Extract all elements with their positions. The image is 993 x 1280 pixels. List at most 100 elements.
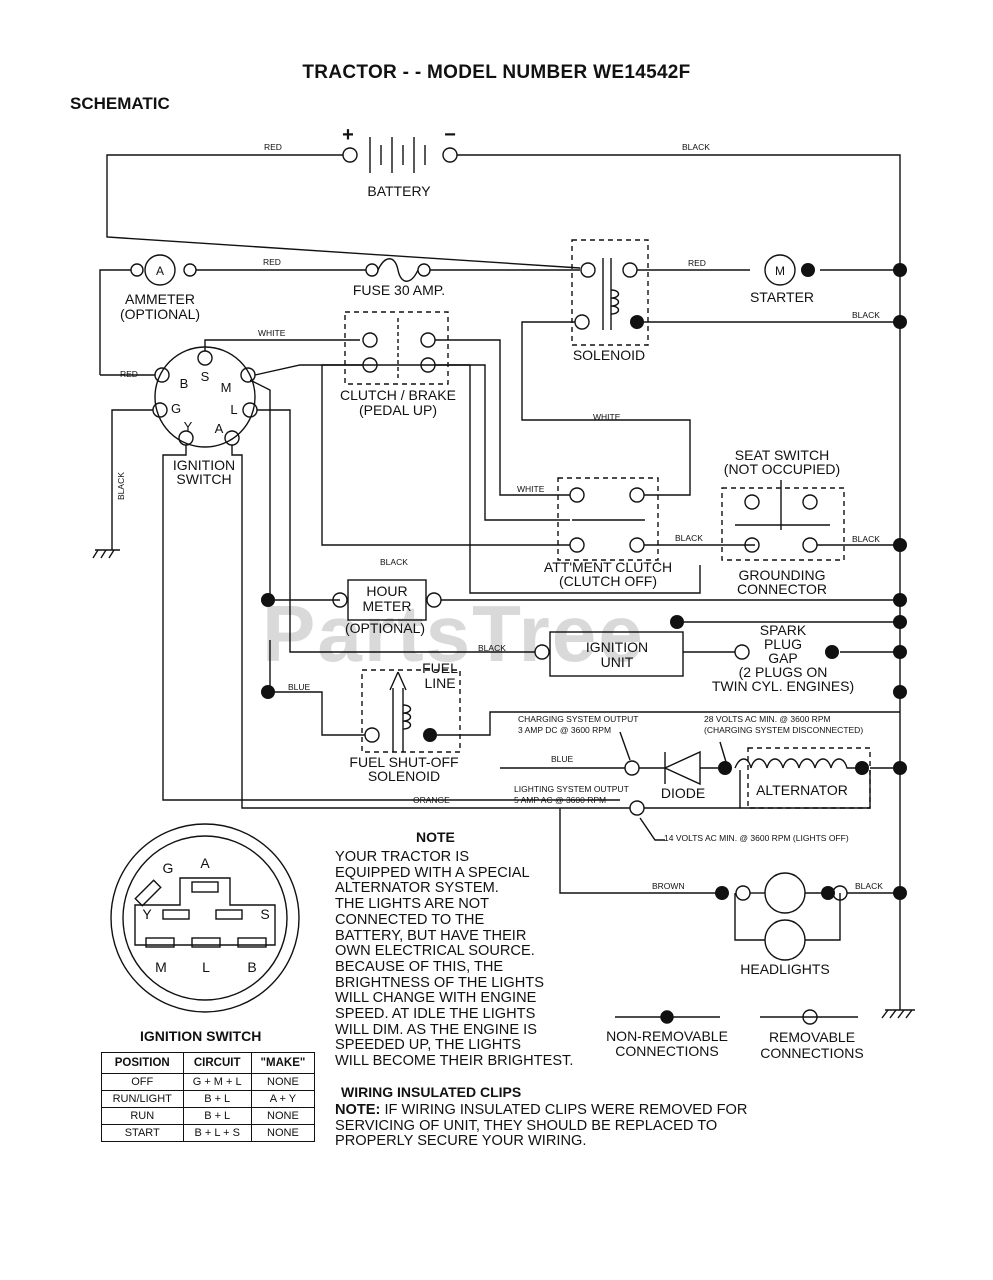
note-line: SPEED. AT IDLE THE LIGHTS xyxy=(335,1006,536,1023)
table-cell: B + L + S xyxy=(182,1124,252,1142)
clutch-brake-sub-label: (PEDAL UP) xyxy=(359,402,437,418)
ignition-switch-label-2: SWITCH xyxy=(176,471,231,487)
page-title: TRACTOR - - MODEL NUMBER WE14542F xyxy=(302,62,691,83)
headlights-label: HEADLIGHTS xyxy=(740,961,829,977)
face-letter-b: B xyxy=(247,959,256,975)
starter-terminal: M xyxy=(775,264,785,278)
table-cell: B + L xyxy=(182,1107,252,1125)
wire-label-black-2: BLACK xyxy=(852,310,880,320)
fuel-solenoid-box xyxy=(361,669,461,753)
ac14-note: 14 VOLTS AC MIN. @ 3600 RPM (LIGHTS OFF) xyxy=(664,833,849,843)
wire-black-ground-bus xyxy=(457,154,901,1000)
table-cell: G + M + L xyxy=(182,1073,252,1091)
legend-non-removable-1: NON-REMOVABLE xyxy=(606,1028,728,1044)
wire-label-brown: BROWN xyxy=(652,881,685,891)
table-cell: B + L xyxy=(182,1090,252,1108)
solenoid-box xyxy=(571,239,649,346)
legend-removable-2: CONNECTIONS xyxy=(760,1045,863,1061)
wire-label-red-2: RED xyxy=(263,257,281,267)
face-letter-l: L xyxy=(202,959,210,975)
wire-label-black-6: BLACK xyxy=(478,643,506,653)
ignition-switch-table: POSITION CIRCUIT "MAKE" OFF G + M + L NO… xyxy=(101,1052,316,1142)
fuse-label: FUSE 30 AMP. xyxy=(353,282,445,298)
ground-symbol-left xyxy=(92,540,120,559)
solenoid-label: SOLENOID xyxy=(573,347,645,363)
ignition-unit-box xyxy=(549,631,684,677)
starter-symbol xyxy=(764,254,796,286)
terminal-m: M xyxy=(221,380,232,395)
headlight-1 xyxy=(764,872,806,914)
terminal-a: A xyxy=(215,421,224,436)
charge-output-line-1: CHARGING SYSTEM OUTPUT xyxy=(518,714,638,724)
attment-clutch-box xyxy=(557,477,659,561)
wire-label-red-1: RED xyxy=(264,142,282,152)
face-letter-a: A xyxy=(200,855,210,871)
fuse-symbol xyxy=(377,258,419,282)
wire-label-black-1: BLACK xyxy=(682,142,710,152)
face-letter-y: Y xyxy=(142,906,152,922)
table-row: OFF G + M + L NONE xyxy=(101,1073,316,1091)
terminal-b: B xyxy=(180,376,189,391)
table-header: CIRCUIT xyxy=(182,1052,252,1074)
table-cell: A + Y xyxy=(250,1090,316,1108)
fuel-line-label-1: FUEL xyxy=(422,660,458,676)
fuel-solenoid-label-2: SOLENOID xyxy=(368,768,440,784)
wire-label-black-3: BLACK xyxy=(675,533,703,543)
face-letter-s: S xyxy=(260,906,269,922)
clips-note-label: NOTE: xyxy=(335,1102,381,1118)
clips-line-2: SERVICING OF UNIT, THEY SHOULD BE REPLAC… xyxy=(335,1117,718,1134)
table-row: START B + L + S NONE xyxy=(101,1124,316,1142)
wire-label-blue-1: BLUE xyxy=(288,682,311,692)
fuel-line-label-2: LINE xyxy=(424,675,455,691)
seat-switch-sub-label: (NOT OCCUPIED) xyxy=(724,461,840,477)
starter-label: STARTER xyxy=(750,289,814,305)
face-letter-m: M xyxy=(155,959,167,975)
ignition-unit-label-1: IGNITION xyxy=(586,639,648,655)
diode-label: DIODE xyxy=(661,785,705,801)
seat-switch-box xyxy=(721,487,845,561)
wire-label-red-4: RED xyxy=(120,369,138,379)
note-line: ALTERNATOR SYSTEM. xyxy=(335,880,499,897)
note-line: BATTERY, BUT HAVE THEIR xyxy=(335,927,527,944)
ignition-switch-symbol xyxy=(154,346,256,448)
ac28-line-2: (CHARGING SYSTEM DISCONNECTED) xyxy=(704,725,863,735)
note-line: WILL DIM. AS THE ENGINE IS xyxy=(335,1021,537,1038)
section-title: SCHEMATIC xyxy=(70,94,170,113)
terminal-l: L xyxy=(230,402,237,417)
note-line: SPEEDED UP, THE LIGHTS xyxy=(335,1037,521,1054)
hour-meter-box xyxy=(347,579,427,621)
ignition-unit-label-2: UNIT xyxy=(601,654,634,670)
clips-line-1: IF WIRING INSULATED CLIPS WERE REMOVED F… xyxy=(380,1102,748,1118)
lighting-output-line-1: LIGHTING SYSTEM OUTPUT xyxy=(514,784,629,794)
ammeter-label: AMMETER xyxy=(125,291,195,307)
ac28-line-1: 28 VOLTS AC MIN. @ 3600 RPM xyxy=(704,714,831,724)
wire-label-black-4: BLACK xyxy=(852,534,880,544)
note-line: THE LIGHTS ARE NOT xyxy=(335,896,490,913)
clips-note: NOTE: IF WIRING INSULATED CLIPS WERE REM… xyxy=(335,1102,748,1150)
wire-label-white-2: WHITE xyxy=(593,412,621,422)
clips-line-3: PROPERLY SECURE YOUR WIRING. xyxy=(335,1133,587,1150)
wire-label-black-5: BLACK xyxy=(380,557,408,567)
ammeter-terminal: A xyxy=(156,264,164,278)
legend-removable-1: REMOVABLE xyxy=(769,1029,855,1045)
ignition-face-inner xyxy=(122,835,288,1001)
spark-label-3: GAP xyxy=(768,650,798,666)
wire-label-black-8: BLACK xyxy=(116,472,126,500)
spark-label-2: PLUG xyxy=(764,636,802,652)
spark-label-4: (2 PLUGS ON xyxy=(739,664,828,680)
clutch-brake-label: CLUTCH / BRAKE xyxy=(340,387,456,403)
ignition-face-outer xyxy=(110,823,300,1013)
seat-switch-label: SEAT SWITCH xyxy=(735,447,829,463)
note-body: YOUR TRACTOR IS EQUIPPED WITH A SPECIAL … xyxy=(335,849,573,1070)
charge-output-line-2: 3 AMP DC @ 3600 RPM xyxy=(518,725,611,735)
table-header: "MAKE" xyxy=(250,1052,316,1074)
spark-label-1: SPARK xyxy=(760,622,807,638)
ground-symbol-right xyxy=(881,1000,915,1019)
ammeter-optional-label: (OPTIONAL) xyxy=(120,306,200,322)
battery-minus: − xyxy=(444,124,456,146)
note-line: BECAUSE OF THIS, THE xyxy=(335,958,504,975)
table-row: RUN B + L NONE xyxy=(101,1107,316,1125)
grounding-label-2: CONNECTOR xyxy=(737,581,827,597)
fuel-solenoid-label-1: FUEL SHUT-OFF xyxy=(349,754,458,770)
